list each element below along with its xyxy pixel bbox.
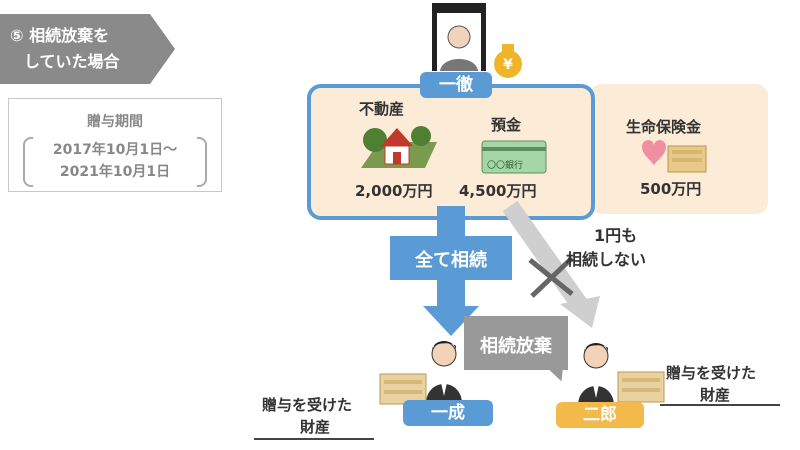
inherit-label-box bbox=[390, 236, 512, 280]
decedent-portrait bbox=[432, 3, 486, 71]
insurance-value: 500万円 bbox=[640, 180, 702, 198]
gift-period-start: 2017年10月1日～ bbox=[52, 142, 178, 158]
decedent-name: 一徹 bbox=[420, 72, 492, 98]
money-bag-icon: ¥ bbox=[494, 44, 522, 78]
gift-period-box: 贈与期間 2017年10月1日～ 2021年10月1日 bbox=[8, 98, 222, 192]
yen-symbol: ¥ bbox=[503, 57, 513, 73]
no-inheritance-line1: 1円も bbox=[594, 226, 638, 245]
gift-left-underline bbox=[254, 438, 374, 440]
house-icon bbox=[361, 126, 437, 168]
gift-left-line1: 贈与を受けた bbox=[262, 396, 353, 414]
deposit-value: 4,500万円 bbox=[459, 182, 537, 200]
scenario-title-line2: していた場合 bbox=[24, 52, 120, 71]
scenario-title-line1: ⑤ 相続放棄を bbox=[10, 26, 110, 45]
gift-right-line2: 財産 bbox=[700, 386, 731, 404]
gift-left-line2: 財産 bbox=[300, 418, 331, 436]
scenario-tag: ⑤ 相続放棄を していた場合 bbox=[0, 14, 175, 84]
gift-period-end: 2021年10月1日 bbox=[59, 164, 171, 180]
bank-card-icon bbox=[481, 140, 547, 174]
no-inheritance-arrow bbox=[502, 200, 600, 328]
left-bracket bbox=[23, 137, 33, 187]
no-inheritance-line2: 相続しない bbox=[566, 250, 647, 269]
heir-kazunari-name: 一成 bbox=[403, 400, 493, 426]
right-bracket bbox=[197, 137, 207, 187]
deposit-label: 預金 bbox=[491, 116, 522, 134]
insurance-panel: 生命保険金 500万円 bbox=[590, 84, 768, 214]
money-heart-icon bbox=[642, 140, 707, 173]
renounce-callout bbox=[464, 316, 568, 370]
heir-jiro-avatar bbox=[578, 343, 614, 404]
bank-card-text: 〇〇銀行 bbox=[487, 161, 524, 171]
heir-jiro-name: 二郎 bbox=[556, 402, 644, 428]
real-estate-value: 2,000万円 bbox=[355, 182, 433, 200]
real-estate-label: 不動産 bbox=[359, 100, 405, 118]
heir-kazunari-avatar bbox=[426, 341, 462, 402]
money-stack-right-icon bbox=[617, 371, 665, 403]
gift-right-underline bbox=[660, 404, 780, 406]
gift-right-line1: 贈与を受けた bbox=[666, 364, 757, 382]
gift-period-title: 贈与期間 bbox=[87, 114, 143, 130]
renounce-label: 相続放棄 bbox=[480, 336, 552, 357]
inherit-all-label: 全て相続 bbox=[415, 250, 487, 271]
insurance-label: 生命保険金 bbox=[626, 118, 702, 136]
